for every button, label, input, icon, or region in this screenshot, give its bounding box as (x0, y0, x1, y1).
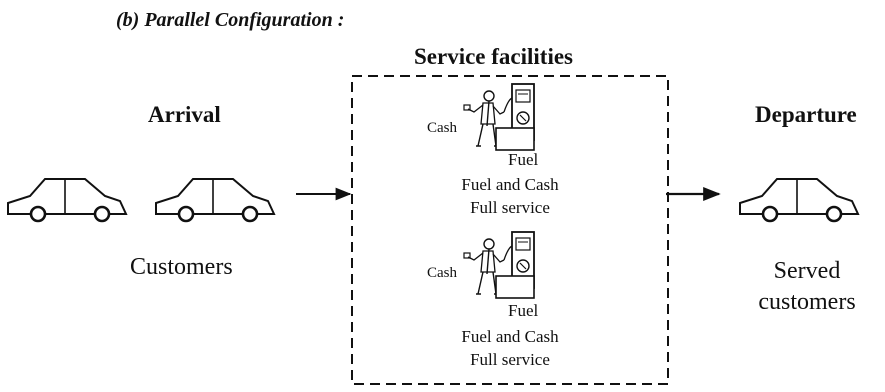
car-icon (6, 177, 128, 223)
station-2-caption-line1: Fuel and Cash (461, 327, 559, 346)
car-icon (154, 177, 276, 223)
service-facility-boundary (351, 75, 669, 385)
customers-label: Customers (130, 254, 233, 280)
station-1-cash-label: Cash (427, 120, 457, 136)
service-facilities-label: Service facilities (414, 44, 574, 69)
station-2-cash-label: Cash (427, 265, 457, 281)
station-1-fuel-label: Fuel (508, 150, 539, 169)
station-1-caption-line1: Fuel and Cash (461, 175, 559, 194)
station-2-fuel-label: Fuel (508, 301, 539, 320)
car-icon (738, 177, 860, 223)
attendant-icon (463, 83, 535, 151)
fuel-pump-icon (463, 231, 535, 299)
diagram-title: (b) Parallel Configuration : (116, 9, 345, 31)
departure-label: Departure (755, 102, 857, 127)
station-2-caption-line2: Full service (470, 350, 550, 369)
station-1-caption-line2: Full service (470, 198, 550, 217)
arrival-label: Arrival (148, 102, 221, 127)
served-label-line1: Served (773, 258, 841, 284)
served-label-line2: customers (758, 289, 856, 315)
